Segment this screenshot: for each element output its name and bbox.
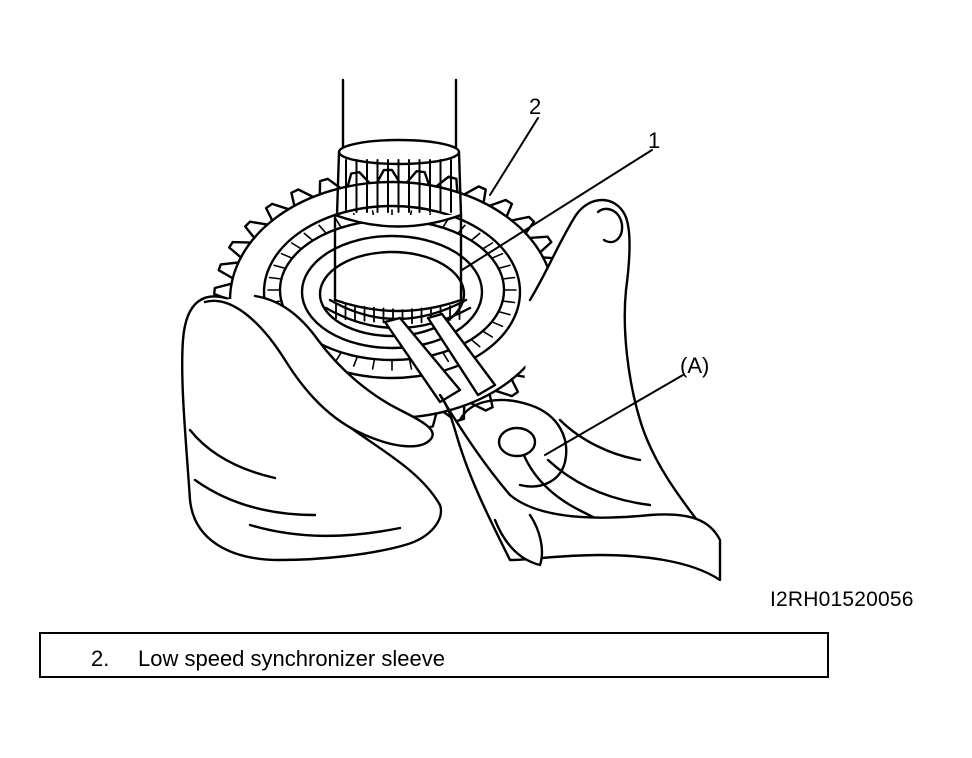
right-thumb-nail [596, 207, 624, 244]
hub-ring-inner [318, 250, 466, 338]
pliers-tip-left [383, 316, 462, 404]
main-shaft [324, 78, 472, 330]
technical-illustration: 2 1 (A) [181, 78, 722, 582]
sleeve-spline [371, 358, 376, 370]
sleeve-spline [280, 252, 294, 260]
sleeve-spline [408, 358, 413, 370]
sleeve-spline [268, 276, 283, 280]
legend-text: Low speed synchronizer sleeve [138, 646, 445, 671]
gear-inner-ring [262, 204, 522, 380]
left-thumb [203, 294, 434, 448]
shaft-spline-section [335, 150, 463, 217]
snap-ring-pliers [383, 312, 722, 582]
sleeve-spline [501, 300, 516, 304]
callout-part-1: 1 [648, 128, 661, 153]
shaft-collar-base [333, 298, 463, 313]
sleeve-spline [334, 217, 343, 229]
pliers-tip-right [426, 312, 497, 397]
sleeve-spline [334, 351, 343, 363]
sleeve-spline [490, 320, 504, 328]
right-knuckle-lines [546, 418, 652, 507]
sleeve-spline [497, 310, 511, 316]
sleeve-spline [290, 242, 303, 250]
hub-ring-outer [300, 234, 484, 350]
sleeve-spline [470, 232, 481, 242]
sleeve-spline [497, 264, 511, 270]
legend-box: 2. Low speed synchronizer sleeve [39, 632, 829, 678]
sleeve-spline [501, 276, 516, 280]
sleeve-spline [352, 355, 359, 367]
sleeve-spline [481, 330, 494, 338]
sleeve-spline [470, 338, 481, 348]
callout-part-2: 2 [529, 94, 542, 119]
callout-tool-a: (A) [680, 353, 710, 378]
shaft-collar [333, 213, 463, 302]
sleeve-spline [441, 351, 450, 363]
pliers-lower-handle [493, 513, 544, 567]
legend-number: 2. [91, 646, 110, 671]
pliers-jaw-body [458, 398, 568, 488]
leader-line-2 [489, 117, 539, 196]
leader-line-a [544, 374, 684, 456]
leader-line-1 [461, 149, 653, 271]
right-hand [518, 198, 714, 543]
sleeve-spline [490, 252, 504, 260]
sleeve-spline [481, 242, 494, 250]
figure-code: I2RH01520056 [770, 588, 914, 611]
gear-assembly-drawing [181, 78, 722, 582]
sleeve-spline [318, 224, 328, 235]
pliers-pivot [497, 426, 537, 458]
sleeve-spline [303, 232, 314, 242]
shaft-upper [341, 78, 458, 152]
shaft-splines [345, 159, 452, 213]
left-finger-lines [188, 428, 402, 538]
sleeve-spline [273, 264, 287, 270]
